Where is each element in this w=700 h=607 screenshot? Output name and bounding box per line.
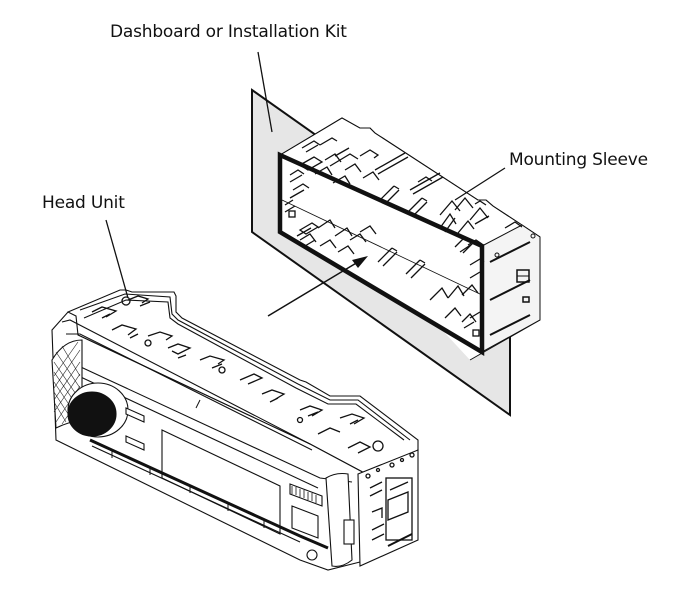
- head-unit-label: Head Unit: [42, 193, 125, 213]
- arrow-head-icon: [352, 256, 368, 268]
- head-unit-leader: [105, 219, 129, 299]
- sleeve-leader: [454, 167, 506, 201]
- volume-knob: [67, 382, 129, 438]
- dashboard-label: Dashboard or Installation Kit: [110, 22, 347, 42]
- dashboard-leader: [257, 51, 273, 133]
- panel-opening: [277, 151, 485, 356]
- leader-lines: [105, 51, 506, 299]
- insertion-arrow: [267, 256, 368, 317]
- head-unit: [51, 289, 419, 571]
- mounting-sleeve-label: Mounting Sleeve: [509, 150, 648, 170]
